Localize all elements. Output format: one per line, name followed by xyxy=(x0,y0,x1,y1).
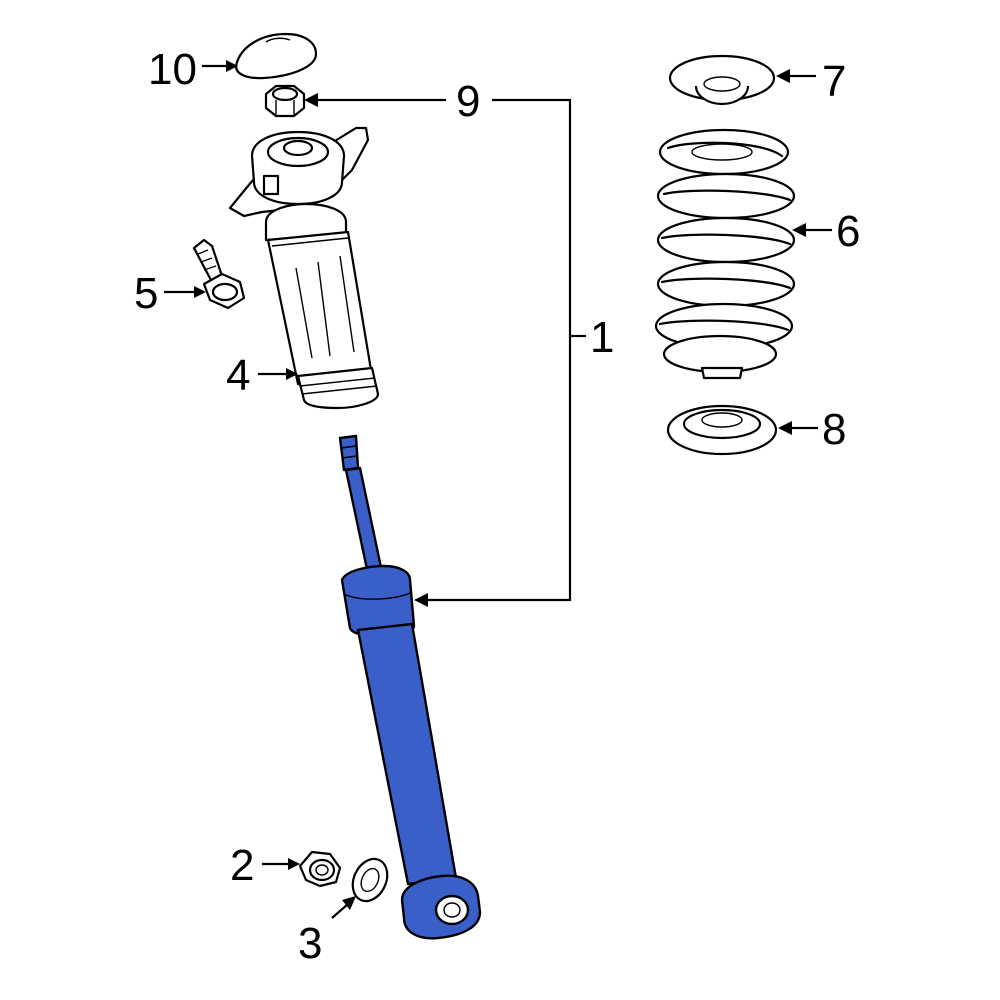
part-10-dust-cap[interactable] xyxy=(234,32,318,80)
part-6-coil-spring[interactable] xyxy=(654,128,796,380)
callout-9: 9 xyxy=(456,77,480,126)
part-9-nut[interactable] xyxy=(264,84,306,118)
part-2-nut[interactable] xyxy=(298,850,342,888)
callout-2: 2 xyxy=(230,841,254,890)
callout-3: 3 xyxy=(298,919,322,968)
callout-10: 10 xyxy=(148,45,197,94)
callout-1: 1 xyxy=(590,313,614,362)
part-7-upper-spring-seat[interactable] xyxy=(668,54,776,106)
callout-labels: 10 9 1 5 4 2 3 7 6 8 xyxy=(134,45,860,968)
part-3-washer[interactable] xyxy=(346,853,394,906)
part-5-bolt[interactable] xyxy=(192,238,246,310)
part-8-lower-spring-seat[interactable] xyxy=(666,404,778,456)
callout-7: 7 xyxy=(822,57,846,106)
callout-4: 4 xyxy=(226,351,250,400)
leader-lines xyxy=(164,60,832,919)
callout-6: 6 xyxy=(836,207,860,256)
callout-5: 5 xyxy=(134,269,158,318)
part-1-shock-absorber[interactable] xyxy=(338,434,482,940)
part-4-upper-mount[interactable] xyxy=(228,126,380,410)
callout-8: 8 xyxy=(822,405,846,454)
